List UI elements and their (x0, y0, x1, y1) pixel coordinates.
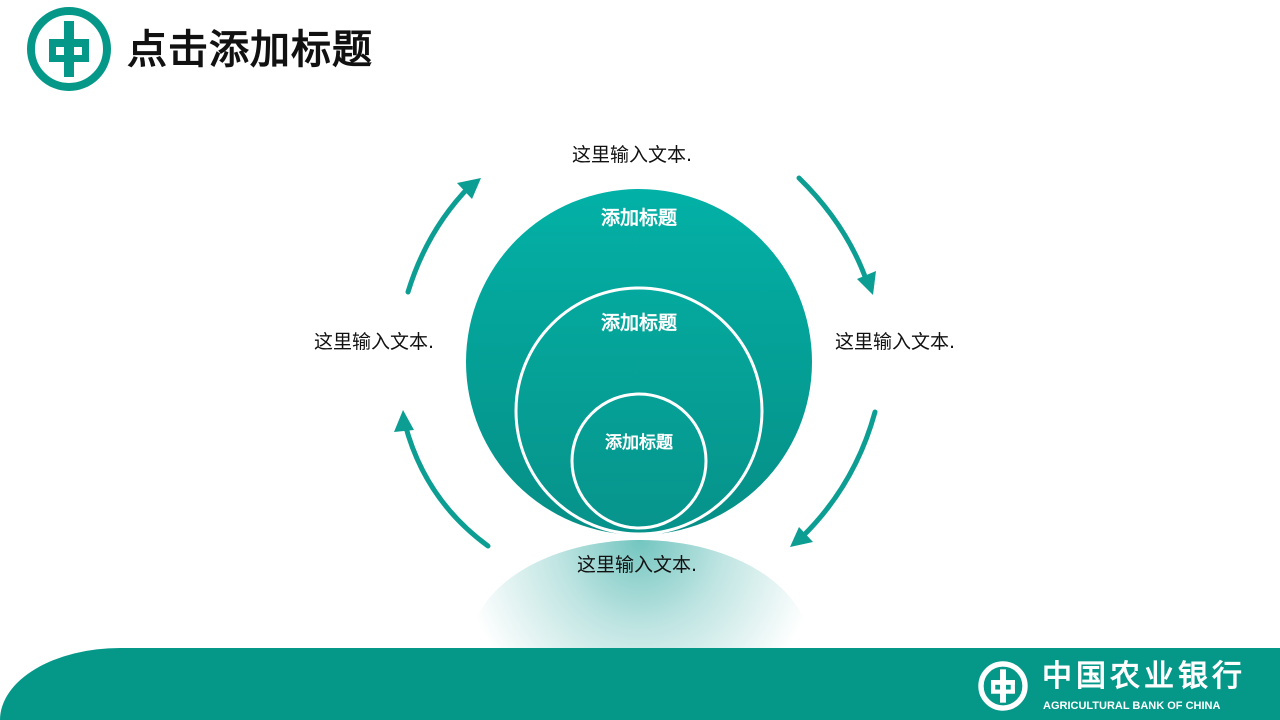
description-bottom[interactable]: 这里输入文本. (577, 554, 698, 576)
curved-arrow-icon (799, 409, 878, 540)
description-left[interactable]: 这里输入文本. (314, 331, 435, 353)
description-right[interactable]: 这里输入文本. (835, 331, 956, 353)
curved-arrow-icon (796, 175, 870, 285)
bank-name-chinese: 中国农业银行 (1042, 659, 1246, 694)
bank-logo-icon (978, 661, 1028, 711)
inner-circle (570, 392, 708, 530)
outer-circle-label[interactable]: 添加标题 (600, 207, 677, 229)
page-title[interactable]: 点击添加标题 (127, 27, 373, 73)
arrowhead-icon (790, 527, 813, 547)
bank-logo-icon (27, 7, 111, 91)
footer-bar: 中国农业银行 AGRICULTURAL BANK OF CHINA (0, 648, 1280, 720)
arrowhead-icon (457, 178, 481, 199)
arrowhead-icon (394, 410, 414, 432)
inner-circle-label[interactable]: 添加标题 (605, 433, 673, 453)
curved-arrow-icon (402, 421, 491, 549)
middle-circle-label[interactable]: 添加标题 (600, 312, 677, 334)
bank-name-english: AGRICULTURAL BANK OF CHINA (1043, 700, 1221, 712)
curved-arrow-icon (405, 183, 473, 295)
arrowhead-icon (857, 271, 876, 295)
description-top[interactable]: 这里输入文本. (572, 144, 693, 166)
footer-background (0, 648, 1280, 720)
